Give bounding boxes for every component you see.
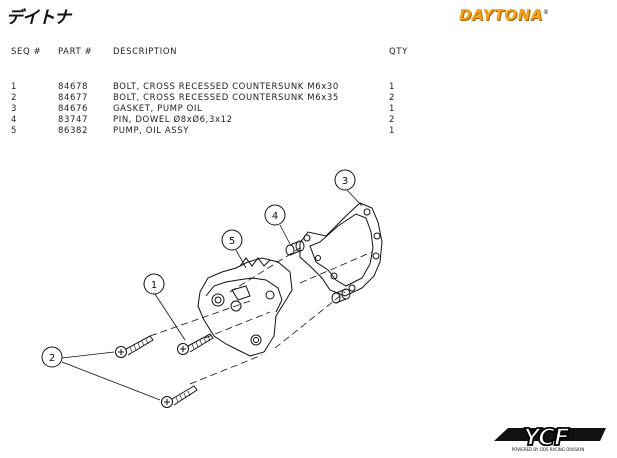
bolt-m6x35-lower — [161, 385, 198, 408]
row-part-number: 84676 — [58, 104, 89, 114]
daytona-logo: DAYTONA® — [459, 6, 549, 24]
row-part-number: 84677 — [58, 93, 89, 103]
row-seq: 3 — [11, 104, 18, 114]
row-description: PUMP, OIL ASSY — [113, 126, 190, 136]
bolt-m6x35-upper — [115, 335, 154, 358]
column-header-description: DESCRIPTION — [113, 47, 178, 57]
gasket-part — [299, 202, 383, 297]
callout-circle-1 — [143, 273, 165, 295]
column-header-part: PART # — [58, 47, 93, 57]
ycf-tagline: POWERED BY ODS RACING DIVISION — [512, 447, 585, 452]
row-seq: 2 — [11, 93, 18, 103]
row-qty: 1 — [389, 104, 396, 114]
row-part-number: 83747 — [58, 115, 89, 125]
ycf-logo: YCF POWERED BY ODS RACING DIVISION — [494, 424, 606, 452]
dowel-pin-upper — [285, 240, 305, 256]
callout-label-5: 5 — [229, 236, 235, 247]
row-qty: 2 — [389, 93, 396, 103]
callout-label-4: 4 — [272, 211, 278, 222]
row-description: BOLT, CROSS RECESSED COUNTERSUNK M6x35 — [113, 93, 339, 103]
callout-circle-3 — [334, 169, 356, 191]
row-part-number: 84678 — [58, 82, 89, 92]
column-header-qty: QTY — [389, 47, 408, 57]
callout-circle-4 — [264, 204, 286, 226]
ycf-logo-text: YCF — [523, 425, 570, 451]
registered-mark: ® — [542, 9, 550, 16]
row-seq: 4 — [11, 115, 18, 125]
bolt-m6x30 — [177, 333, 214, 355]
row-description: BOLT, CROSS RECESSED COUNTERSUNK M6x30 — [113, 82, 339, 92]
callout-label-2: 2 — [49, 353, 55, 364]
callout-label-1: 1 — [151, 280, 157, 291]
row-qty: 1 — [389, 82, 396, 92]
row-qty: 1 — [389, 126, 396, 136]
daytona-logo-text: DAYTONA — [459, 6, 543, 24]
oil-pump-assembly — [197, 257, 293, 357]
alignment-lines — [149, 247, 373, 385]
daytona-japanese-logo: デイトナ — [6, 8, 71, 28]
callout-label-3: 3 — [342, 176, 348, 187]
row-part-number: 86382 — [58, 126, 89, 136]
row-seq: 1 — [11, 82, 18, 92]
dowel-pin-lower — [331, 288, 351, 304]
row-qty: 2 — [389, 115, 396, 125]
row-seq: 5 — [11, 126, 18, 136]
row-description: GASKET, PUMP OIL — [113, 104, 203, 114]
column-header-seq: SEQ # — [11, 47, 42, 57]
callout-circle-5 — [221, 229, 243, 251]
row-description: PIN, DOWEL Ø8xØ6,3x12 — [113, 115, 233, 125]
callout-circle-2 — [41, 346, 63, 368]
